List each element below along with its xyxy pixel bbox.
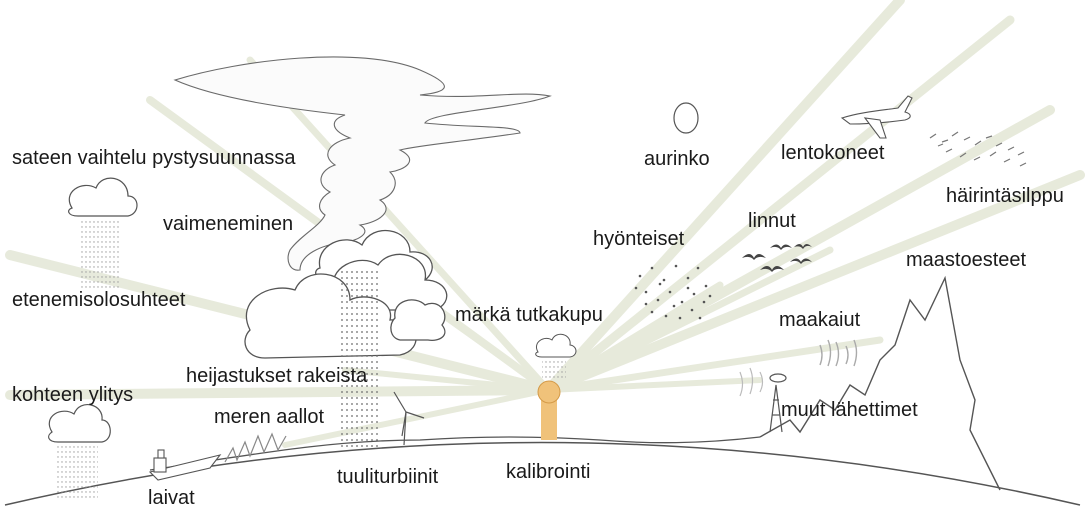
label-propagation: etenemisolosuhteet xyxy=(12,290,185,310)
label-chaff: häirintäsilppu xyxy=(946,186,1064,206)
ground-line xyxy=(150,437,760,470)
label-ships: laivat xyxy=(148,488,195,508)
label-rain-variation: sateen vaihtelu pystysuunnassa xyxy=(12,148,296,168)
radar-icon[interactable] xyxy=(538,381,560,440)
transmitter-tower-icon xyxy=(740,368,786,432)
label-attenuation: vaimeneminen xyxy=(163,214,293,234)
label-sea-waves: meren aallot xyxy=(214,407,324,427)
beam-terrain xyxy=(548,175,1080,390)
hail-column xyxy=(340,270,380,450)
label-birds: linnut xyxy=(748,211,796,231)
label-terrain: maastoesteet xyxy=(906,250,1026,270)
label-insects: hyönteiset xyxy=(593,229,684,249)
label-other-transmitters: muut lähettimet xyxy=(781,400,918,420)
label-wind-turbines: tuuliturbiinit xyxy=(337,467,438,487)
label-wet-radome: märkä tutkakupu xyxy=(455,305,603,325)
beam-aircraft xyxy=(548,0,900,390)
beam-chaff xyxy=(548,20,1010,390)
label-hail-reflections: heijastukset rakeista xyxy=(186,366,367,386)
label-calibration: kalibrointi xyxy=(506,462,590,482)
sun-icon xyxy=(674,103,698,133)
ship-icon xyxy=(150,450,220,480)
rain-cloud-left-bottom xyxy=(49,405,111,501)
label-sun: aurinko xyxy=(644,149,710,169)
label-ground-clutter: maakaiut xyxy=(779,310,860,330)
label-overshoot: kohteen ylitys xyxy=(12,385,133,405)
label-aircraft: lentokoneet xyxy=(781,143,884,163)
